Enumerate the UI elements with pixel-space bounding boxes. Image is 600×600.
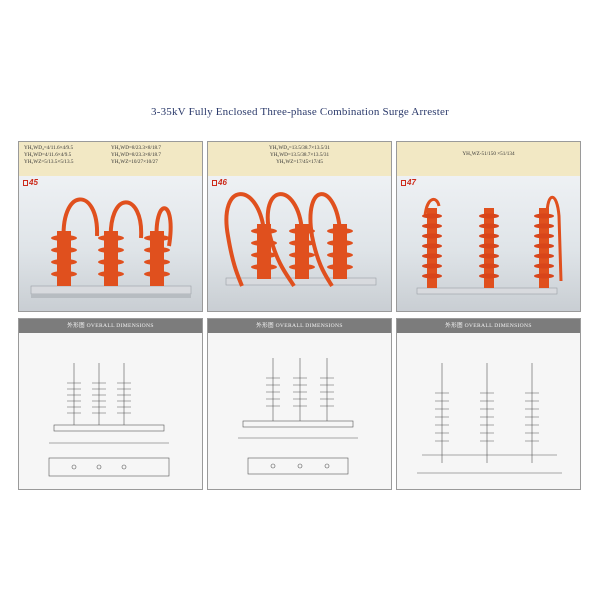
dimension-header: 外形图 OVERALL DIMENSIONS <box>208 319 391 333</box>
model-line: YH₅WZ=17/45×17/45 <box>276 159 323 166</box>
dimension-panel-45: 外形图 OVERALL DIMENSIONS <box>18 318 203 490</box>
arrester-photo-47 <box>416 195 563 295</box>
product-panel-47: YH₅WZ-51/150 ×51/134 47 <box>396 141 581 312</box>
arrester-photo-45 <box>30 197 192 298</box>
drawing-47 <box>417 363 562 474</box>
model-line: YH₅WZ=10/27×10/27 <box>111 159 158 166</box>
dimension-drawing <box>19 333 202 489</box>
dimension-drawing <box>208 333 391 489</box>
dimension-panel-47: 外形图 OVERALL DIMENSIONS <box>396 318 581 490</box>
product-photo: 47 <box>397 176 580 311</box>
arrester-photo-46 <box>224 192 377 288</box>
dimension-header: 外形图 OVERALL DIMENSIONS <box>19 319 202 333</box>
model-line: YH₅WD₄=4/11.6×4/9.5 <box>24 145 74 151</box>
drawing-45 <box>48 363 170 477</box>
dimension-header: 外形图 OVERALL DIMENSIONS <box>397 319 580 333</box>
model-list: YH₅WD₄=13.5/38.7×13.5/31 YH₅WD=13.5/38.7… <box>208 142 391 176</box>
model-line: YH₅WD=8/23.3×8/18.7 <box>111 145 162 151</box>
figure-label: 47 <box>401 178 416 187</box>
product-panel-46: YH₅WD₄=13.5/38.7×13.5/31 YH₅WD=13.5/38.7… <box>207 141 392 312</box>
model-list: YH₅WZ-51/150 ×51/134 <box>397 142 580 176</box>
model-line: YH₅WD₄=13.5/38.7×13.5/31 <box>269 145 330 151</box>
model-line: YH₅WD=4/11.6×4/9.5 <box>24 152 72 159</box>
product-panel-45: YH₅WD₄=4/11.6×4/9.5 YH₅WD=4/11.6×4/9.5 Y… <box>18 141 203 312</box>
product-photo: 45 <box>19 176 202 311</box>
dimension-panel-46: 外形图 OVERALL DIMENSIONS <box>207 318 392 490</box>
model-list: YH₅WD₄=4/11.6×4/9.5 YH₅WD=4/11.6×4/9.5 Y… <box>19 142 202 176</box>
page-title: 3-35kV Fully Enclosed Three-phase Combin… <box>151 106 449 118</box>
figure-label: 45 <box>23 178 38 187</box>
model-line: YH₅WD=8/23.3×8/18.7 <box>111 152 162 159</box>
drawing-46 <box>238 358 358 475</box>
dimension-drawing <box>397 333 580 489</box>
model-line: YH₅WD=13.5/38.7×13.5/31 <box>269 152 330 159</box>
model-line: YH₅WZ-51/150 ×51/134 <box>462 151 515 157</box>
figure-label: 46 <box>212 178 227 187</box>
product-photo: 46 <box>208 176 391 311</box>
model-line: YH₅WZ=5/13.5×5/13.5 <box>24 159 74 166</box>
